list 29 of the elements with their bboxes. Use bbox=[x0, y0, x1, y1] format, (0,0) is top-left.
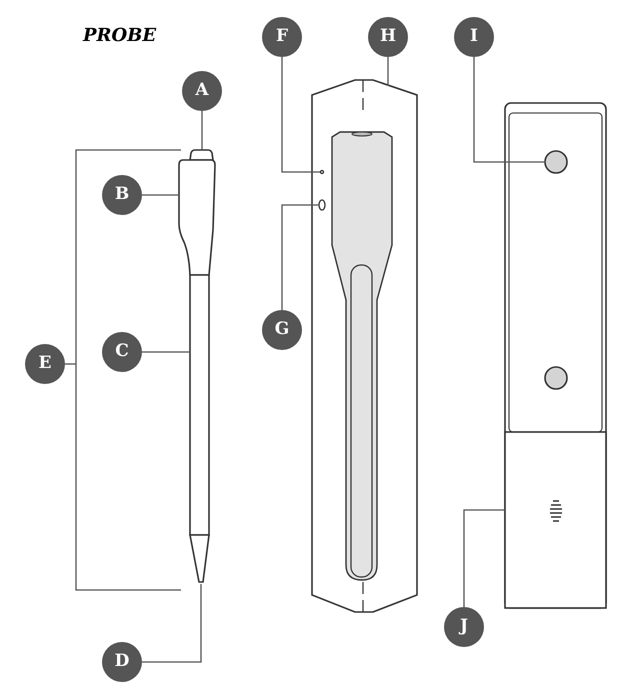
magnet bbox=[544, 366, 568, 390]
title: PROBE bbox=[83, 24, 156, 48]
leader-line bbox=[473, 57, 545, 163]
charger-base bbox=[504, 431, 607, 609]
leader-line bbox=[281, 57, 320, 173]
callout-letter: D bbox=[102, 642, 142, 682]
callout-letter: E bbox=[25, 344, 65, 384]
callout-letter: I bbox=[454, 17, 494, 57]
charger-back-drawing bbox=[504, 102, 607, 609]
leader-line bbox=[281, 204, 319, 310]
charger-front-drawing bbox=[311, 79, 418, 613]
indicator-light bbox=[320, 170, 324, 174]
leader-line bbox=[387, 57, 389, 86]
callout-letter: A bbox=[182, 71, 222, 111]
leader-line bbox=[142, 351, 190, 353]
magnet bbox=[544, 150, 568, 174]
leader-line bbox=[65, 363, 76, 365]
leader-line bbox=[463, 509, 505, 607]
leader-line bbox=[142, 584, 202, 663]
callout-letter: F bbox=[262, 17, 302, 57]
callout-letter: H bbox=[368, 17, 408, 57]
probe-tip bbox=[189, 534, 210, 583]
probe-cap bbox=[189, 149, 214, 161]
callout-letter: G bbox=[262, 310, 302, 350]
callout-letter: J bbox=[444, 607, 484, 647]
leader-line bbox=[142, 194, 179, 196]
bracket bbox=[75, 149, 181, 591]
leader-line bbox=[201, 111, 203, 150]
button bbox=[318, 199, 326, 211]
